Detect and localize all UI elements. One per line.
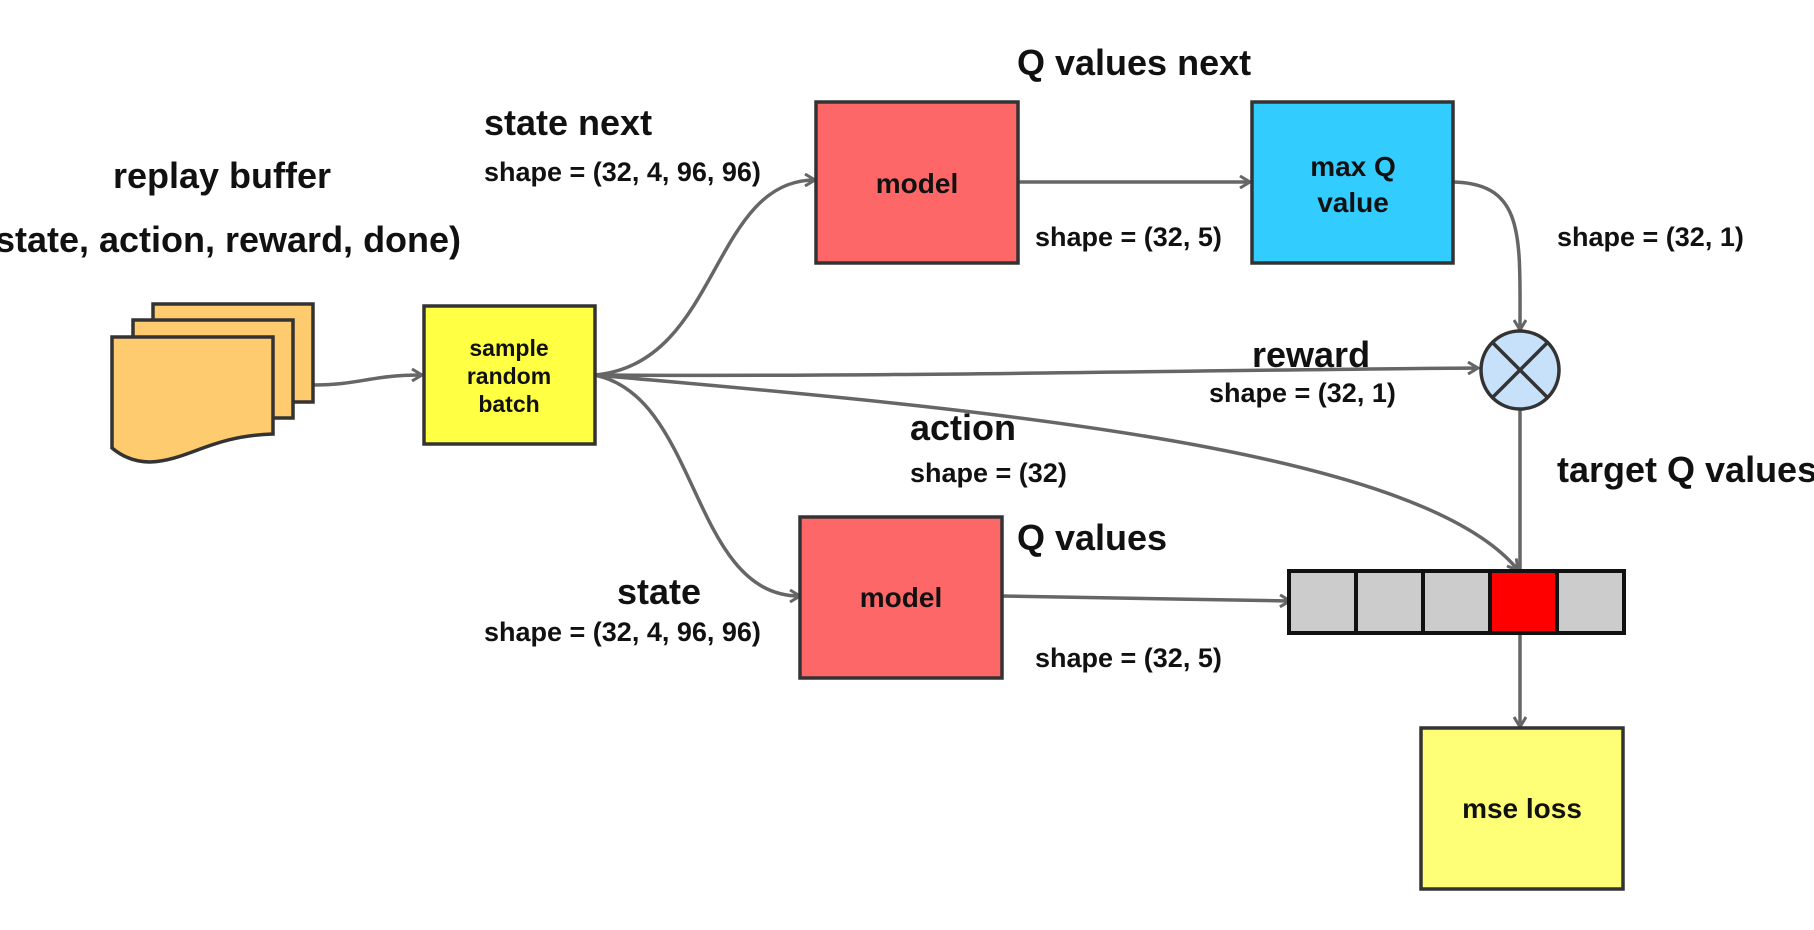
reward-shape: shape = (32, 1) xyxy=(1209,378,1396,408)
model-bottom-shape: shape = (32, 5) xyxy=(1035,643,1222,673)
edge-sample-to-model-top xyxy=(593,180,815,377)
edge-model-bottom-to-q-vector xyxy=(999,596,1290,601)
multiply-node xyxy=(1479,329,1561,411)
max-q-value-box xyxy=(1250,100,1455,265)
edge-max-q-to-multiply xyxy=(1449,180,1520,330)
reward-label: reward xyxy=(1252,334,1370,375)
action-shape: shape = (32) xyxy=(910,458,1067,488)
q-vector-cell xyxy=(1555,569,1626,635)
mse-loss-box xyxy=(1419,726,1625,891)
sample-box-label-line-3: batch xyxy=(478,391,539,417)
sample-random-batch-box xyxy=(422,304,597,446)
state-shape: shape = (32, 4, 96, 96) xyxy=(484,617,761,647)
state-next-shape: shape = (32, 4, 96, 96) xyxy=(484,157,761,187)
model-top-shape: shape = (32, 5) xyxy=(1035,222,1222,252)
edge-sample-to-q-vector-action xyxy=(593,373,1518,570)
model-top-box xyxy=(814,100,1020,265)
replay-buffer-icon xyxy=(110,302,315,464)
state-next-label: state next xyxy=(484,102,652,143)
q-values-next-label: Q values next xyxy=(1017,42,1251,83)
sample-box-label-line-2: random xyxy=(467,363,551,389)
q-vector-cell-selected xyxy=(1488,569,1559,635)
edge-buffer-to-sample xyxy=(312,375,422,387)
q-vector-cell xyxy=(1421,569,1492,635)
edge-sample-to-multiply-reward xyxy=(593,368,1478,378)
model-top-label: model xyxy=(876,168,958,199)
max-q-label-line-2: value xyxy=(1317,187,1389,218)
replay-buffer-tuple: (state, action, reward, done) xyxy=(0,219,461,260)
q-vector-cell xyxy=(1354,569,1425,635)
replay-buffer-title: replay buffer xyxy=(113,155,331,196)
model-bottom-label: model xyxy=(860,582,942,613)
model-bottom-box xyxy=(798,515,1004,680)
q-values-label: Q values xyxy=(1017,517,1167,558)
action-label: action xyxy=(910,407,1016,448)
state-label: state xyxy=(617,571,701,612)
edge-sample-to-model-bottom xyxy=(593,373,800,596)
sample-box-label-line-1: sample xyxy=(469,335,548,361)
max-q-label-line-1: max Q xyxy=(1310,151,1396,182)
target-q-values-label: target Q values xyxy=(1557,449,1814,490)
max-q-shape: shape = (32, 1) xyxy=(1557,222,1744,252)
mse-loss-label: mse loss xyxy=(1462,793,1582,824)
q-vector-cell xyxy=(1287,569,1358,635)
q-value-vector xyxy=(1287,569,1626,635)
